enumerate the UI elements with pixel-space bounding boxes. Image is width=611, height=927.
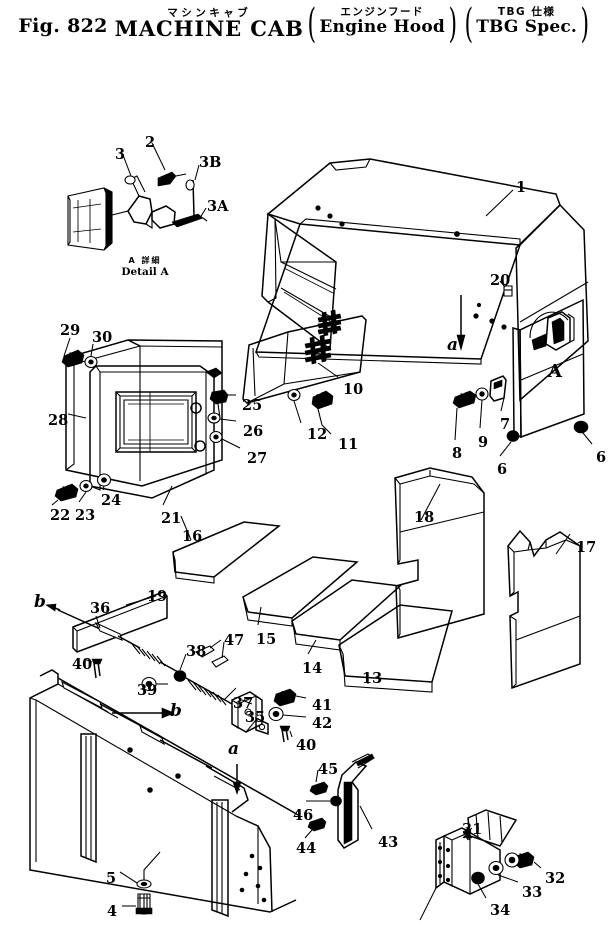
paren-open-icon-2: ( (464, 1, 473, 47)
callout-side-panel-with-grille-10: 10 (343, 381, 364, 398)
rod-linkage-group (45, 603, 307, 795)
section-mark-b-left: b (34, 592, 46, 612)
callout-bolt-41: 41 (312, 697, 333, 714)
callout-bolt-22: 22 (50, 507, 71, 524)
engine-hood-group (254, 158, 589, 439)
callout-plug-20: 20 (490, 272, 511, 289)
title-group-tbg-spec: ( TBG 仕様 TBG Spec. ) (461, 1, 593, 47)
callout-nut-6: 6 (497, 461, 508, 478)
callout-door-outer-28: 28 (48, 412, 69, 429)
group2-english: TBG Spec. (476, 16, 578, 37)
callout-rod-3A: 3A (207, 198, 229, 215)
callout-nut-27: 27 (247, 450, 268, 467)
group1-japanese: エンジンフード (340, 5, 425, 18)
callout-insulation-pad-19: 19 (147, 588, 168, 605)
callout-stay-plate-7: 7 (500, 416, 511, 433)
callout-cotter-pin-40: 40 (72, 656, 93, 673)
callout-rear-panel-right-17: 17 (576, 539, 597, 556)
callout-washer-30: 30 (92, 329, 113, 346)
callout-washer-33: 33 (522, 884, 543, 901)
callout-bolt-4: 4 (107, 903, 118, 920)
callout-washer-23: 23 (75, 507, 96, 524)
paren-close-icon-2: ) (580, 1, 590, 47)
callout-nut-34: 34 (490, 902, 511, 919)
callout-washer-39: 39 (137, 682, 158, 699)
callout-link-bracket-35: 35 (245, 709, 266, 726)
callout-insulation-pad-16: 16 (182, 528, 203, 545)
callout-washer-46: 46 (293, 807, 314, 824)
detail-marker-A: A (548, 361, 562, 382)
callout-clip-3B: 3B (199, 154, 222, 171)
callout-bolt-25: 25 (242, 397, 263, 414)
insulation-pads-group (72, 515, 453, 693)
callout-cotter-pin-40: 40 (296, 737, 317, 754)
paren-open-icon: ( (307, 1, 316, 47)
lower-large-panel-group (29, 669, 301, 918)
callout-latch-lever-43: 43 (378, 834, 399, 851)
callout-door-frame-21: 21 (161, 510, 182, 527)
callout-bolt-29: 29 (60, 322, 81, 339)
callout-nut-24: 24 (101, 492, 122, 509)
callout-pin-2: 2 (145, 134, 156, 151)
detail-a-caption-english: Detail A (121, 266, 169, 278)
detail-a-caption-japanese: A 詳細 (128, 256, 162, 265)
callout-bolt-8: 8 (452, 445, 463, 462)
group1-english: Engine Hood (319, 16, 445, 37)
callout-joint-47: 47 (224, 632, 245, 649)
callout-bolt-32: 32 (545, 870, 566, 887)
callout-washer-5: 5 (106, 870, 117, 887)
callout-bolt-11: 11 (338, 436, 359, 453)
callout-washer-42: 42 (312, 715, 333, 732)
callout-nut-38: 38 (186, 643, 207, 660)
door-assembly-group (51, 337, 241, 506)
callout-hinge-bracket-3: 3 (115, 146, 126, 163)
callout-bolt-45: 45 (318, 761, 339, 778)
callout-washer-12: 12 (307, 426, 328, 443)
callout-spring-37: 37 (233, 695, 254, 712)
section-mark-a-upper: a (447, 335, 459, 355)
callout-rod-36: 36 (90, 600, 111, 617)
callout-insulation-pad-13: 13 (362, 670, 383, 687)
callout-washer-9: 9 (478, 434, 489, 451)
rear-panels-group (394, 467, 581, 690)
fastener-6-9-group (452, 375, 593, 457)
detail-a-group (67, 142, 208, 251)
section-mark-b-mid: b (170, 701, 182, 721)
title-main: マシンキャブ MACHINE CAB (114, 7, 304, 41)
fastener-11-12-group (287, 388, 334, 435)
title-group-engine-hood: ( エンジンフード Engine Hood ) (304, 1, 461, 47)
side-panel-10-group (242, 309, 367, 404)
callout-insulation-pad-15: 15 (256, 631, 277, 648)
callout-insulation-pad-14: 14 (302, 660, 323, 677)
latch-lever-group (304, 753, 376, 849)
figure-number: Fig. 822 (18, 15, 108, 37)
title-main-english: MACHINE CAB (114, 16, 304, 41)
support-bracket-group (419, 809, 542, 921)
callout-bolt-44: 44 (296, 840, 317, 857)
group2-japanese: TBG 仕様 (497, 5, 556, 18)
callout-nut-6: 6 (596, 449, 607, 466)
callout-engine-hood-main-1: 1 (516, 179, 527, 196)
title-main-japanese: マシンキャブ (167, 7, 252, 19)
section-mark-a-lower: a (228, 739, 240, 759)
callout-support-bracket-31: 31 (462, 821, 483, 838)
paren-close-icon: ) (448, 1, 458, 47)
callout-washer-26: 26 (243, 423, 264, 440)
callout-rear-panel-left-18: 18 (414, 509, 435, 526)
figure-title-block: Fig. 822 マシンキャブ MACHINE CAB ( エンジンフード En… (0, 1, 611, 47)
